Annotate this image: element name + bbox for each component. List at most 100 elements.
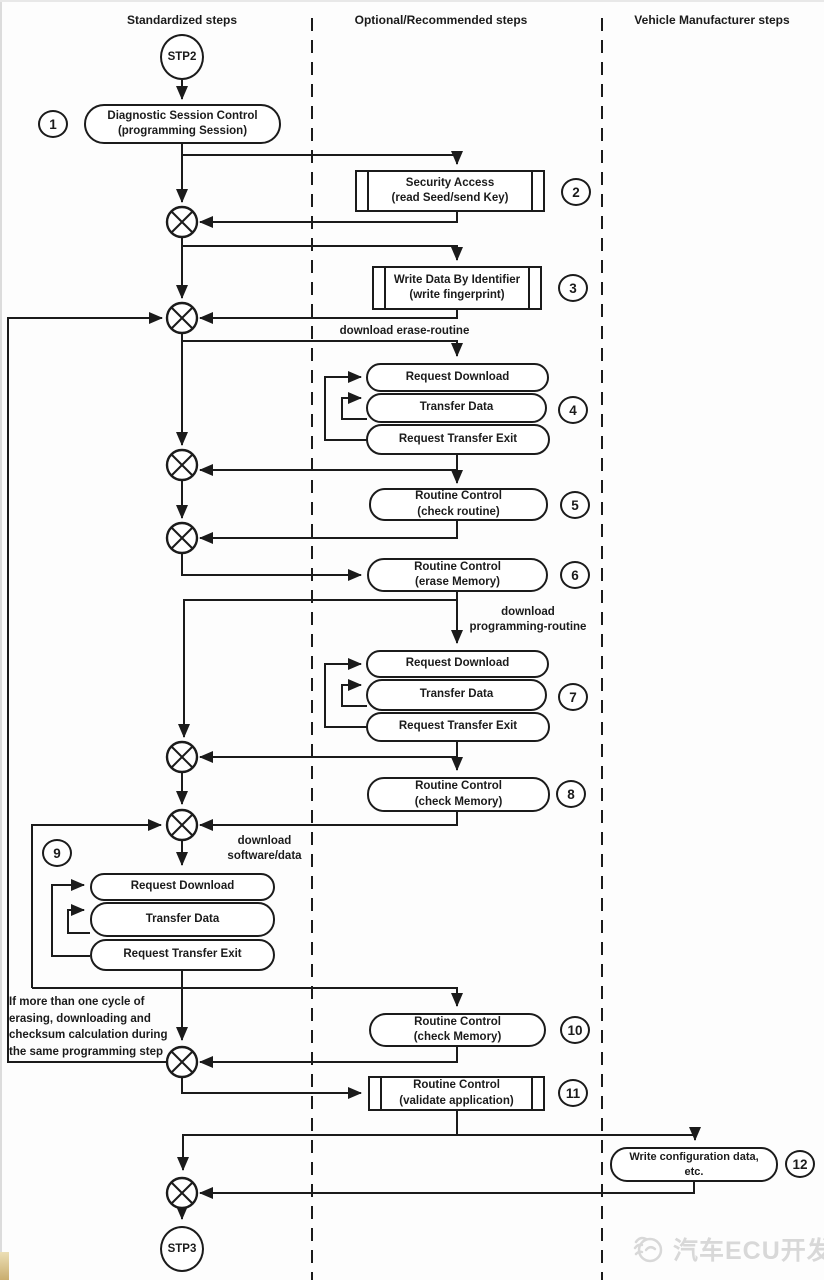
note-line4: the same programming step bbox=[9, 1046, 164, 1059]
subroutine-bar-left bbox=[380, 1077, 382, 1110]
label-download-erase-routine: download erase-routine bbox=[339, 325, 470, 337]
step-number-12: 12 bbox=[785, 1150, 815, 1178]
step9-request-download-box: Request Download bbox=[90, 873, 275, 901]
xor-junction-5 bbox=[165, 740, 199, 774]
xor-junction-3 bbox=[165, 448, 199, 482]
subroutine-bar-right bbox=[528, 267, 530, 309]
scan-edge-top bbox=[0, 0, 824, 2]
scan-edge-left bbox=[0, 0, 2, 1280]
step7-request-download-box: Request Download bbox=[366, 650, 549, 678]
step10-line1: Routine Control bbox=[414, 1015, 501, 1028]
step-number-5: 5 bbox=[560, 491, 590, 519]
flow-group9-outer-loop bbox=[51, 879, 90, 957]
terminal-stp2: STP2 bbox=[160, 34, 204, 80]
flow-branch-to-group4 bbox=[182, 340, 463, 357]
flow-step6-down-spine bbox=[178, 592, 458, 738]
subroutine-bar-left bbox=[367, 171, 369, 211]
step-number-3: 3 bbox=[558, 274, 588, 302]
step-number-2: 2 bbox=[561, 178, 591, 206]
step1-line2: (programming Session) bbox=[117, 125, 248, 137]
flow-security-access-return bbox=[199, 212, 458, 228]
xor-junction-2 bbox=[165, 301, 199, 335]
step2-security-access-box: Security Access (read Seed/send Key) bbox=[355, 170, 545, 212]
step-number-8: 8 bbox=[556, 780, 586, 808]
flow-branch-to-write-data bbox=[182, 245, 463, 261]
step4-transfer-data-label: Transfer Data bbox=[419, 401, 494, 414]
step7-transfer-data-label: Transfer Data bbox=[419, 688, 494, 701]
step11-line1: Routine Control bbox=[413, 1079, 500, 1092]
flow-group7-return-xor5 bbox=[199, 742, 458, 763]
step1-line1: Diagnostic Session Control bbox=[107, 109, 258, 122]
flow-group9-to-step10 bbox=[32, 987, 463, 1007]
step11-line2: (validate application) bbox=[399, 1094, 514, 1107]
xor-junction-1 bbox=[165, 205, 199, 239]
flow-to-xor8 bbox=[177, 1134, 695, 1171]
step8-check-memory-box: Routine Control (check Memory) bbox=[367, 777, 550, 812]
step1-diagnostic-session-box: Diagnostic Session Control (programming … bbox=[84, 104, 281, 144]
label-line1: download bbox=[501, 606, 555, 618]
flow-group7-transfer-loop bbox=[341, 679, 367, 707]
flow-group9-transfer-loop bbox=[67, 904, 90, 934]
step12-write-configuration-box: Write configuration data, etc. bbox=[610, 1147, 778, 1182]
step6-line1: Routine Control bbox=[414, 560, 501, 573]
label-download-software-data: download software/data bbox=[212, 834, 317, 864]
column-dividers bbox=[311, 18, 603, 1280]
step-number-10: 10 bbox=[560, 1016, 590, 1044]
step-number-6: 6 bbox=[560, 561, 590, 589]
column-header-optional: Optional/Recommended steps bbox=[354, 13, 528, 27]
xor-junction-6 bbox=[165, 808, 199, 842]
step4-request-transfer-exit-label: Request Transfer Exit bbox=[398, 432, 518, 445]
xor-junction-7 bbox=[165, 1045, 199, 1079]
watermark-text: 汽车ECU开发 bbox=[673, 1237, 824, 1265]
step12-line2: etc. bbox=[684, 1165, 704, 1178]
step8-line2: (check Memory) bbox=[414, 795, 503, 808]
step4-request-download-label: Request Download bbox=[405, 370, 510, 383]
note-line2: erasing, downloading and bbox=[9, 1012, 151, 1025]
step12-line1: Write configuration data, bbox=[629, 1150, 759, 1163]
step9-transfer-data-label: Transfer Data bbox=[145, 912, 220, 925]
step3-line1: Write Data By Identifier bbox=[393, 273, 521, 286]
step9-request-download-label: Request Download bbox=[130, 880, 235, 893]
step-number-9: 9 bbox=[42, 839, 72, 867]
step2-line2: (read Seed/send Key) bbox=[391, 192, 509, 204]
flow-branch-to-security-access bbox=[182, 151, 463, 165]
subroutine-bar-left bbox=[384, 267, 386, 309]
xor-junction-4 bbox=[165, 521, 199, 555]
watermark: 汽车ECU开发 bbox=[630, 1231, 824, 1267]
scan-artifact-corner bbox=[0, 1252, 9, 1280]
label-download-programming-routine: download programming-routine bbox=[458, 605, 598, 635]
flow-group4-outer-loop bbox=[324, 371, 367, 441]
flow-step10-return-xor7 bbox=[199, 1047, 458, 1068]
note-line1: If more than one cycle of bbox=[9, 996, 145, 1008]
step-number-4: 4 bbox=[558, 396, 588, 424]
step11-validate-application-box: Routine Control (validate application) bbox=[368, 1076, 545, 1111]
step5-check-routine-box: Routine Control (check routine) bbox=[369, 488, 548, 521]
step7-request-download-label: Request Download bbox=[405, 657, 510, 670]
flow-group7-outer-loop bbox=[324, 658, 367, 728]
step4-request-transfer-exit-box: Request Transfer Exit bbox=[366, 424, 550, 455]
step3-line2: (write fingerprint) bbox=[409, 289, 505, 301]
step10-check-memory-box: Routine Control (check Memory) bbox=[369, 1013, 546, 1047]
step4-request-download-box: Request Download bbox=[366, 363, 549, 392]
step9-transfer-data-box: Transfer Data bbox=[90, 902, 275, 937]
watermark-logo-icon bbox=[633, 1236, 663, 1263]
step-number-7: 7 bbox=[558, 683, 588, 711]
xor-junction-8 bbox=[165, 1176, 199, 1210]
flow-group4-transfer-loop bbox=[341, 392, 367, 420]
step7-transfer-data-box: Transfer Data bbox=[366, 679, 547, 711]
xor-junctions bbox=[165, 205, 199, 1210]
loop-condition-note: If more than one cycle of erasing, downl… bbox=[9, 994, 185, 1061]
flow-step5-return-xor4 bbox=[199, 520, 458, 544]
flow-step12-return-xor8 bbox=[199, 1181, 695, 1199]
step3-write-data-box: Write Data By Identifier (write fingerpr… bbox=[372, 266, 542, 310]
step6-erase-memory-box: Routine Control (erase Memory) bbox=[367, 558, 548, 592]
step6-line2: (erase Memory) bbox=[414, 576, 500, 588]
step7-request-transfer-exit-box: Request Transfer Exit bbox=[366, 712, 550, 742]
step2-line1: Security Access bbox=[405, 176, 495, 189]
column-header-standardized: Standardized steps bbox=[126, 13, 238, 27]
flow-xor4-to-step6 bbox=[181, 553, 362, 581]
step7-request-transfer-exit-label: Request Transfer Exit bbox=[398, 720, 518, 733]
label-line2: software/data bbox=[227, 849, 302, 862]
note-line3: checksum calculation during bbox=[9, 1029, 168, 1042]
